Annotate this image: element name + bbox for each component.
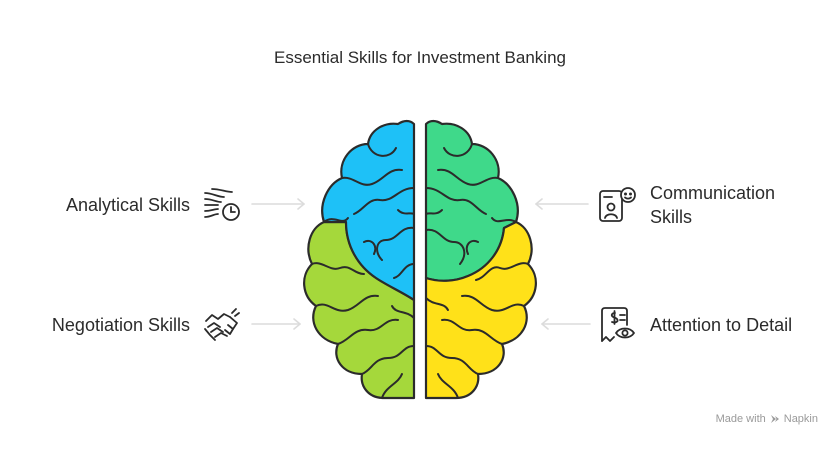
brain-quadrant-analytical — [321, 119, 416, 302]
skill-label-analytical: Analytical Skills — [65, 195, 190, 215]
watermark: Made with Napkin — [716, 413, 818, 425]
skill-label-attention: Attention to Detail — [650, 315, 793, 335]
chat-person-icon — [599, 187, 636, 222]
diagram-title: Essential Skills for Investment Banking — [274, 48, 566, 67]
arrow-attention — [541, 318, 591, 330]
wind-timer-icon — [204, 188, 240, 221]
skill-label-communication: Communication Skills — [650, 183, 776, 227]
skill-label-negotiation: Negotiation Skills — [51, 315, 190, 335]
document-eye-icon — [601, 307, 635, 342]
arrow-analytical — [251, 198, 305, 210]
handshake-icon — [204, 308, 240, 341]
arrow-communication — [535, 198, 589, 210]
watermark-prefix: Made with — [715, 413, 766, 425]
brain-illustration — [303, 119, 537, 400]
arrow-negotiation — [251, 318, 301, 330]
napkin-logo-icon — [770, 415, 779, 423]
watermark-brand: Napkin — [783, 413, 818, 425]
